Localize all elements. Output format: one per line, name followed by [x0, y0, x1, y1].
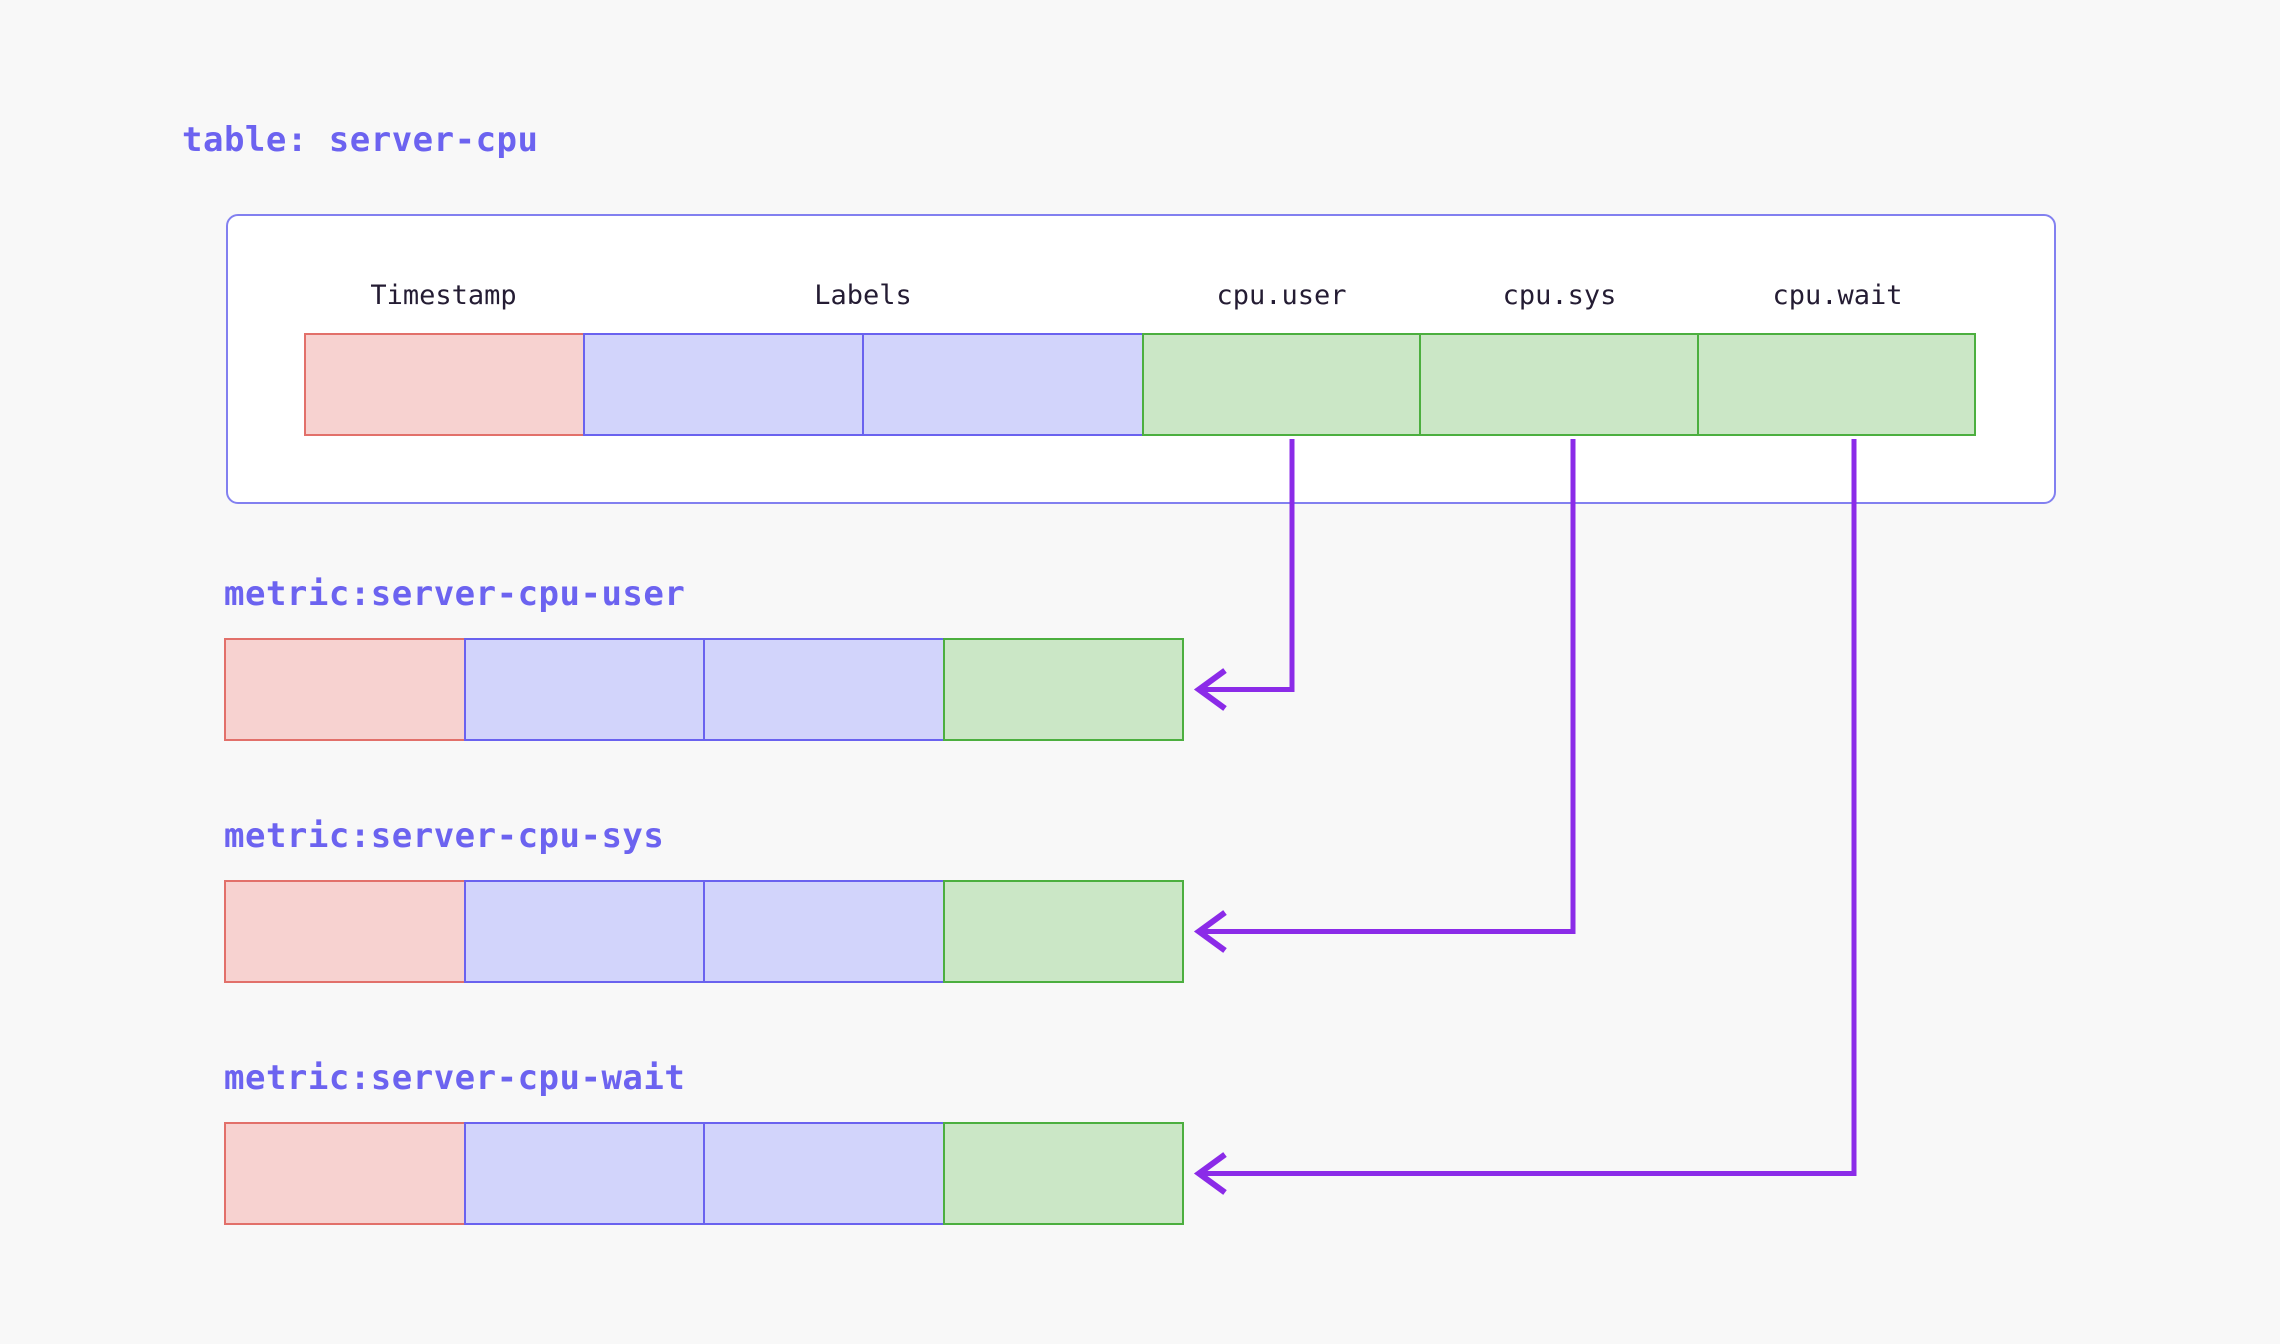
table-cell-label — [862, 333, 1144, 436]
metric-cell-label — [703, 638, 945, 741]
metric-bar-2 — [224, 1122, 1184, 1225]
metric-title-2: metric:server-cpu-wait — [224, 1058, 686, 1098]
metric-bar-0 — [224, 638, 1184, 741]
metric-bar-1 — [224, 880, 1184, 983]
metric-cell-label — [463, 638, 705, 741]
table-title: table: server-cpu — [182, 120, 539, 160]
connector-arrow-2 — [1193, 439, 1857, 1195]
metric-title-1: metric:server-cpu-sys — [224, 816, 665, 856]
metric-cell-value — [942, 880, 1184, 983]
metric-cell-value — [942, 1122, 1184, 1225]
table-cell-label — [582, 333, 865, 436]
table-cell-timestamp — [304, 333, 585, 436]
table-cell-value — [1141, 333, 1421, 436]
metric-title-0: metric:server-cpu-user — [224, 574, 686, 614]
table-cell-value — [1418, 333, 1700, 436]
table-cell-value — [1697, 333, 1976, 436]
connector-arrow-1 — [1193, 439, 1576, 953]
column-header-labels: Labels — [814, 279, 912, 311]
metric-cell-label — [463, 880, 705, 983]
column-header-cpu-wait: cpu.wait — [1772, 279, 1903, 311]
metric-cell-timestamp — [224, 638, 466, 741]
metric-cell-label — [463, 1122, 705, 1225]
column-header-timestamp: Timestamp — [370, 279, 517, 311]
metric-cell-label — [703, 1122, 945, 1225]
column-header-cpu-user: cpu.user — [1216, 279, 1347, 311]
metric-cell-label — [703, 880, 945, 983]
table-row — [304, 333, 1976, 436]
table-column-headers: Timestamp Labels cpu.user cpu.sys cpu.wait — [304, 275, 1976, 315]
metric-cell-timestamp — [224, 1122, 466, 1225]
column-header-cpu-sys: cpu.sys — [1502, 279, 1617, 311]
metric-cell-value — [942, 638, 1184, 741]
metric-cell-timestamp — [224, 880, 466, 983]
